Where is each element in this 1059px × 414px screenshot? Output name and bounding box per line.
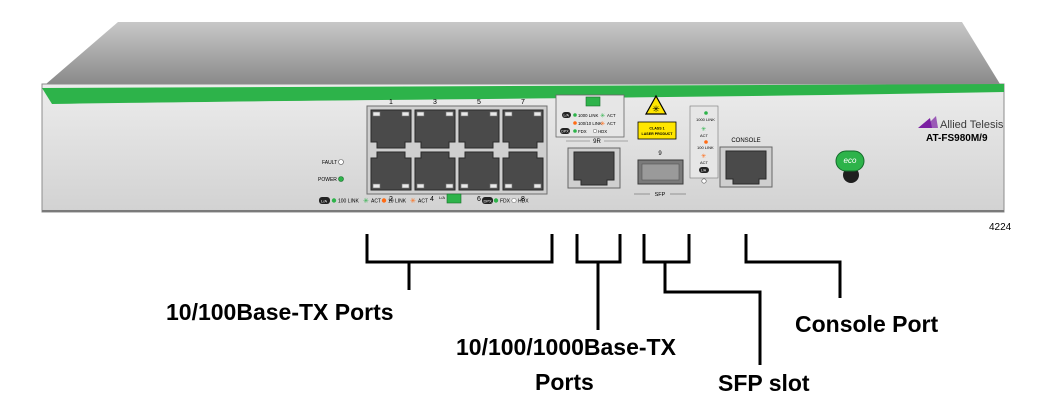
rj45-port <box>370 151 412 191</box>
rj45-port <box>414 151 456 191</box>
rj45-port-group-top <box>370 109 544 149</box>
bracket-console <box>744 234 842 298</box>
svg-text:✳: ✳ <box>701 153 706 160</box>
callout-gigabit-line1: 10/100/1000Base-TX <box>456 334 676 360</box>
rj45-port <box>502 109 544 149</box>
port-number-6: 6 <box>477 196 481 203</box>
la-jack-icon <box>446 193 462 204</box>
svg-text:HDX: HDX <box>598 129 607 134</box>
gigabit-port-label: 9R <box>593 139 601 145</box>
svg-text:L/A: L/A <box>321 199 327 204</box>
gigabit-jack-icon <box>585 96 601 107</box>
callout-console: Console Port <box>795 311 939 337</box>
power-label: POWER <box>318 177 337 183</box>
svg-text:ACT: ACT <box>700 133 709 138</box>
brand-logo: Allied Telesis <box>940 119 1004 131</box>
port-number-8: 8 <box>521 196 525 203</box>
port-number-2: 2 <box>389 196 393 203</box>
rj45-port <box>370 109 412 149</box>
port-number-1: 1 <box>389 99 393 106</box>
svg-text:LASER PRODUCT: LASER PRODUCT <box>642 132 674 136</box>
svg-text:L/A: L/A <box>701 169 707 173</box>
rj45-port <box>458 151 500 191</box>
la-jack-label: L/A <box>439 195 445 200</box>
sfp-port-number: 9 <box>658 151 662 157</box>
svg-text:DPX: DPX <box>561 130 569 134</box>
callout-lines <box>365 234 842 365</box>
svg-text:ACT: ACT <box>607 121 616 126</box>
laser-class-label <box>637 121 677 140</box>
gigabit-rj45-port <box>573 151 615 186</box>
legend-dpx-badge <box>482 197 493 204</box>
rj45-port-group-bottom <box>370 151 544 191</box>
fault-label: FAULT <box>322 160 337 166</box>
power-led <box>338 176 344 182</box>
svg-text:1000 LINK: 1000 LINK <box>696 117 715 122</box>
bracket-gigabit <box>575 234 622 264</box>
legend-act-star: ✳ <box>363 197 369 205</box>
console-label: CONSOLE <box>731 138 760 144</box>
eco-label: eco <box>844 156 857 165</box>
svg-text:1000 LINK: 1000 LINK <box>578 113 598 118</box>
sfp-led-panel <box>689 105 719 179</box>
rj45-port <box>458 109 500 149</box>
bracket-sfp <box>642 234 691 264</box>
port-number-7: 7 <box>521 99 525 106</box>
callout-sfp-slot: SFP slot <box>718 370 810 396</box>
eco-badge <box>835 150 865 172</box>
port-number-4: 4 <box>430 196 434 203</box>
console-rj45-port <box>725 150 767 185</box>
green-swoosh <box>42 84 1004 104</box>
allied-telesis-logo-icon <box>918 116 938 128</box>
svg-text:✳: ✳ <box>600 113 605 120</box>
port-number-3: 3 <box>433 99 437 106</box>
callout-gigabit-line2: Ports <box>535 369 594 395</box>
callout-fast-ethernet: 10/100Base-TX Ports <box>166 299 394 325</box>
svg-text:DPX: DPX <box>484 199 493 204</box>
svg-text:FDX: FDX <box>578 129 587 134</box>
svg-text:CLASS 1: CLASS 1 <box>649 127 664 131</box>
rj45-port <box>414 109 456 149</box>
svg-text:L/A: L/A <box>564 114 570 118</box>
chassis-top <box>46 22 1000 84</box>
port-number-5: 5 <box>477 99 481 106</box>
svg-text:ACT: ACT <box>418 199 428 205</box>
svg-text:ACT: ACT <box>607 113 616 118</box>
model-label: AT-FS980M/9 <box>926 133 988 144</box>
svg-text:✳: ✳ <box>652 105 660 115</box>
svg-text:FDX: FDX <box>500 199 511 205</box>
sfp-label: SFP <box>655 192 666 198</box>
svg-text:100 LINK: 100 LINK <box>697 145 714 150</box>
legend-100-link: 100 LINK <box>338 199 360 205</box>
svg-text:ACT: ACT <box>700 160 709 165</box>
fault-led <box>338 159 344 165</box>
legend-10-link: 10 LINK <box>388 199 407 205</box>
laser-warning-icon <box>644 94 668 115</box>
rj45-port <box>502 151 544 191</box>
svg-text:100/10 LINK: 100/10 LINK <box>578 121 602 126</box>
svg-text:✳: ✳ <box>410 197 416 205</box>
bracket-fast-ethernet <box>365 234 554 264</box>
svg-text:✳: ✳ <box>600 121 605 128</box>
legend-act: ACT <box>371 199 381 205</box>
legend-la-badge <box>319 197 330 204</box>
figure-number: 4224 <box>989 222 1012 233</box>
svg-text:✳: ✳ <box>701 126 706 133</box>
svg-text:HDX: HDX <box>518 199 529 205</box>
